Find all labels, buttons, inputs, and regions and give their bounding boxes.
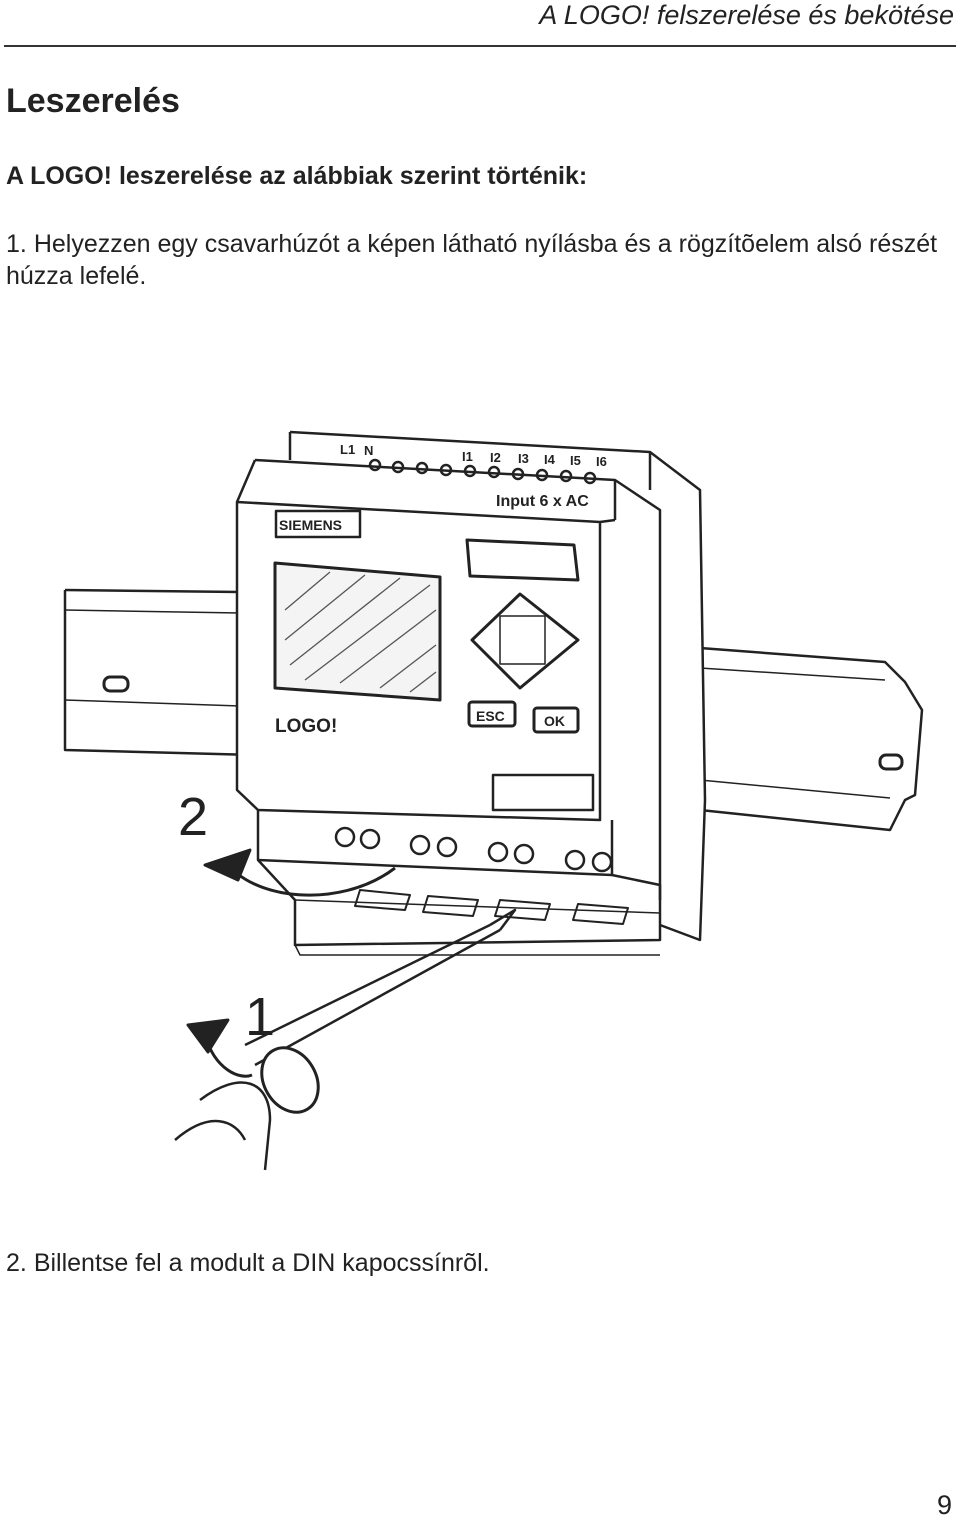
terminal-label-i5: I5 [570, 453, 581, 468]
terminal-label-i4: I4 [544, 452, 556, 467]
callout-2-label: 2 [178, 787, 208, 847]
terminal-label-i6: I6 [596, 454, 607, 469]
step-1-number: 1. [6, 230, 27, 258]
terminal-label-i2: I2 [490, 450, 501, 465]
intro-text: A LOGO! leszerelése az alábbiak szerint … [6, 162, 588, 190]
page-number: 9 [936, 1490, 952, 1520]
din-rail [63, 588, 924, 832]
screwdriver [174, 908, 517, 1171]
brand-label: SIEMENS [279, 517, 342, 533]
step-2: 2. Billentse fel a modult a DIN kapocssí… [6, 1247, 954, 1279]
callout-1-label: 1 [245, 987, 275, 1047]
terminal-label-i3: I3 [518, 451, 529, 466]
section-title: Leszerelés [6, 82, 180, 120]
device-name-label: LOGO! [275, 716, 337, 737]
step-2-number: 2. [6, 1249, 27, 1277]
step-1-text: Helyezzen egy csavarhúzót a képen láthat… [6, 230, 938, 290]
arrow-1-icon [186, 1018, 253, 1078]
terminal-label-n: N [364, 443, 373, 458]
esc-button-label: ESC [476, 708, 505, 724]
step-1: 1. Helyezzen egy csavarhúzót a képen lát… [6, 228, 954, 292]
terminal-label-i1: I1 [462, 449, 473, 464]
terminal-label-l1: L1 [340, 442, 355, 457]
arrow-2-icon [203, 848, 396, 897]
step-2-text: Billentse fel a modult a DIN kapocssínrõ… [33, 1249, 490, 1277]
logo-removal-illustration: L1 N I1 I2 I3 I4 I5 I6 Input 6 x AC SIEM… [0, 380, 960, 1180]
logo-module [235, 430, 707, 956]
running-header: A LOGO! felszerelése és bekötése [539, 0, 954, 30]
ok-button-label: OK [544, 713, 565, 729]
header-rule [4, 45, 956, 47]
input-label: Input 6 x AC [496, 493, 589, 510]
